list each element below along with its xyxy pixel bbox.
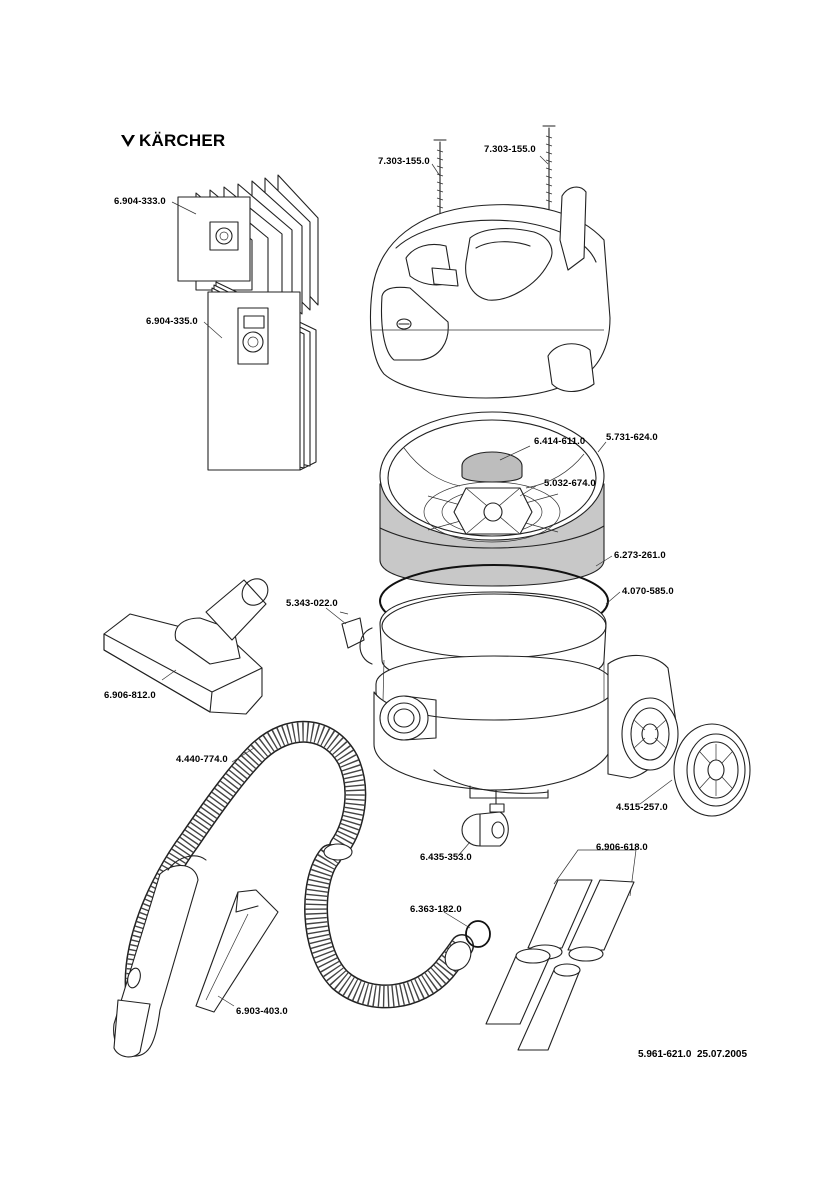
crevice-nozzle [196, 890, 278, 1012]
part-label-screw-right: 7.303-155.0 [484, 144, 536, 155]
filter-bag-large-stack [208, 282, 316, 470]
extension-tubes [486, 850, 636, 1050]
tank [374, 592, 676, 798]
part-label-castor: 6.435-353.0 [420, 852, 472, 863]
float-cage [454, 488, 532, 534]
float [462, 452, 522, 482]
part-label-suction-hose: 4.440-774.0 [176, 754, 228, 765]
rear-wheel-mounted [622, 698, 678, 770]
part-label-float-cage: 5.032-674.0 [544, 478, 596, 489]
part-label-crevice-nozzle: 6.903-403.0 [236, 1006, 288, 1017]
part-label-float: 6.414-611.0 [534, 436, 585, 447]
part-label-seal-ring: 4.070-585.0 [622, 586, 674, 597]
part-label-o-ring: 6.363-182.0 [410, 904, 462, 915]
part-label-clip: 5.343-022.0 [286, 598, 338, 609]
part-label-cartridge-filter: 6.273-261.0 [614, 550, 666, 561]
part-label-screw-left: 7.303-155.0 [378, 156, 430, 167]
footer-date: 25.07.2005 [697, 1049, 747, 1060]
clip [340, 612, 372, 664]
part-label-filter-basket: 5.731-624.0 [606, 432, 658, 443]
part-label-filter-bag-small: 6.904-333.0 [114, 196, 166, 207]
wheel [674, 724, 750, 816]
part-label-floor-nozzle: 6.906-812.0 [104, 690, 156, 701]
part-label-wheel: 4.515-257.0 [616, 802, 668, 813]
o-ring [466, 921, 490, 947]
footer-doc-number: 5.961-621.0 [638, 1049, 691, 1060]
part-label-extension-tubes: 6.906-618.0 [596, 842, 648, 853]
part-label-filter-bag-large: 6.904-335.0 [146, 316, 198, 327]
suction-hose [114, 732, 476, 1057]
motor-head [371, 187, 611, 398]
screw-right-icon [543, 126, 555, 222]
